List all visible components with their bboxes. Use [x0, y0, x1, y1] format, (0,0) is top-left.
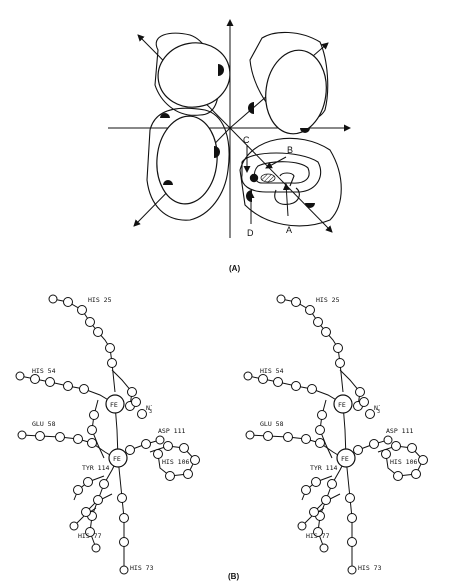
stereo-view-left [15, 294, 200, 575]
hatched-substrate [260, 173, 276, 183]
iron-center-dot [249, 173, 259, 183]
label-his106-right: HIS 106 [390, 458, 417, 466]
lower-right-outline [239, 137, 342, 227]
label-asp111-right: ASP 111 [386, 427, 413, 435]
panel-b-label: (B) [228, 572, 239, 581]
label-tyr114-right: TYR 114 [310, 464, 337, 472]
lobe-marker [218, 64, 224, 76]
panel-a-label: (A) [229, 264, 240, 273]
subunit-ellipse-left [156, 115, 218, 205]
subunit-ellipse-top [157, 42, 231, 108]
azide-atom [137, 409, 147, 419]
upper-right-outline [249, 31, 329, 123]
lobe-marker [248, 102, 254, 114]
panel-b-stereo-pair: HIS 25 HIS 54 GLU 58 TYR 114 HIS 77 HIS … [15, 294, 429, 581]
label-asp111-left: ASP 111 [158, 427, 185, 435]
label-his106-left: HIS 106 [162, 458, 189, 466]
channel-hook [279, 172, 295, 187]
label-tyr114-left: TYR 114 [82, 464, 109, 472]
label-his73-right: HIS 73 [358, 564, 382, 572]
subunit-ellipses [156, 42, 327, 205]
iron-atom-lower [108, 448, 128, 468]
lobe-marker [160, 113, 170, 118]
label-his77-right: HIS 77 [306, 532, 330, 540]
label-glu58-left: GLU 58 [32, 420, 56, 428]
label-his73-left: HIS 73 [130, 564, 154, 572]
label-his25-left: HIS 25 [88, 296, 112, 304]
label-his54-left: HIS 54 [32, 367, 56, 375]
pointer-arrows [243, 145, 290, 224]
label-fe-lower-right: FE [341, 455, 349, 463]
azide-n: N [374, 404, 378, 412]
channel-outer [241, 152, 322, 193]
label-azide-right: N-3 [374, 403, 381, 415]
iron-atom-upper [105, 394, 125, 414]
lobe-marker [300, 128, 310, 133]
label-fe-upper-right: FE [338, 401, 346, 409]
subunit-ellipse-right [265, 49, 327, 135]
ligand-atoms [15, 294, 200, 575]
azide-count: 3 [149, 409, 152, 415]
letter-a: A [286, 225, 292, 235]
label-his25-right: HIS 25 [316, 296, 340, 304]
lobe-marker [305, 203, 315, 208]
letter-d: D [247, 228, 254, 238]
label-fe-upper-left: FE [110, 401, 118, 409]
lower-left-outline [146, 107, 230, 221]
letter-c: C [243, 135, 250, 145]
lobe-marker [214, 146, 220, 158]
arrow-b [265, 156, 287, 169]
label-azide-left: N-3 [146, 403, 153, 415]
active-site-channel [241, 152, 322, 205]
azide-atom [131, 397, 141, 407]
letter-b: B [287, 145, 293, 155]
channel-tail [274, 187, 300, 205]
azide-charge: - [378, 403, 381, 409]
azide-count: 3 [377, 409, 380, 415]
azide-n: N [146, 404, 150, 412]
arrow-a [282, 183, 290, 217]
label-his54-right: HIS 54 [260, 367, 284, 375]
label-glu58-right: GLU 58 [260, 420, 284, 428]
label-his77-left: HIS 77 [78, 532, 102, 540]
label-fe-lower-left: FE [113, 455, 121, 463]
azide-charge: - [150, 403, 153, 409]
lobe-marker [163, 180, 173, 185]
panel-a-diagram: A B C D (A) [108, 19, 351, 273]
